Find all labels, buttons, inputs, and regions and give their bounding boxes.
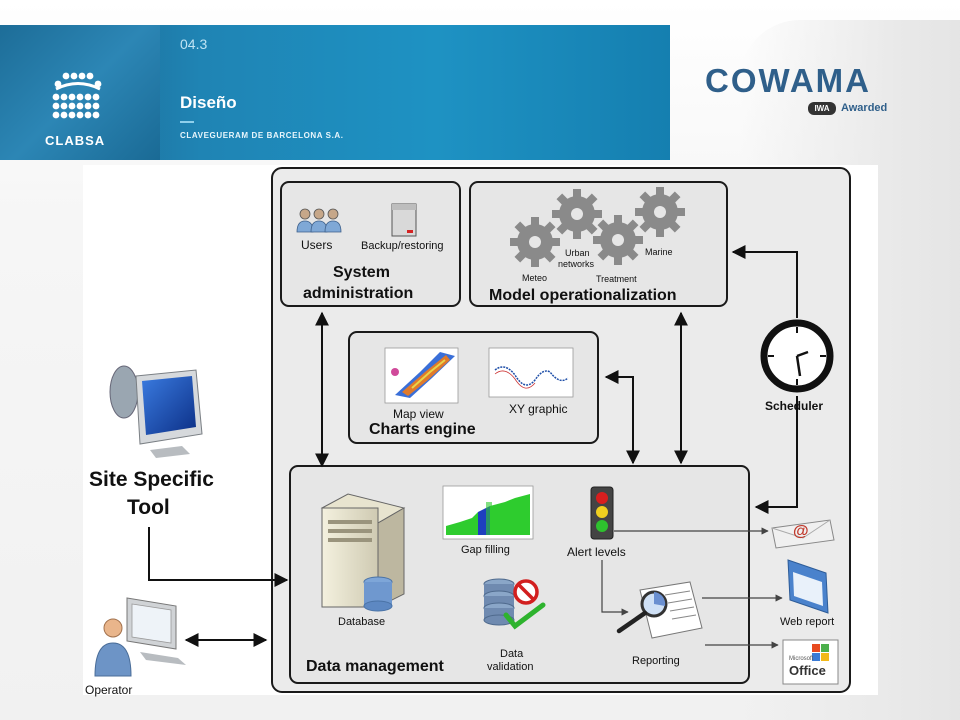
data-validation-label-line2: validation bbox=[487, 661, 534, 673]
gap-filling-label: Gap filling bbox=[461, 544, 510, 556]
scheduler-clock-icon bbox=[760, 319, 834, 393]
system-admin-title-line2: administration bbox=[303, 285, 414, 302]
meteo-label: Meteo bbox=[522, 273, 548, 283]
reporting-label: Reporting bbox=[632, 655, 680, 667]
traffic-light-icon bbox=[590, 486, 614, 540]
site-tool-monitor-icon bbox=[109, 365, 203, 458]
web-report-icon bbox=[787, 559, 829, 614]
backup-server-icon bbox=[391, 203, 417, 237]
operator-icon bbox=[94, 597, 186, 677]
arrow-charts-data bbox=[604, 370, 640, 465]
operator-label: Operator bbox=[85, 683, 133, 697]
arrow-scheduler-data bbox=[754, 396, 798, 514]
data-validation-icon bbox=[483, 578, 546, 630]
awarded-label: Awarded bbox=[841, 102, 888, 114]
map-view-thumbnail-icon bbox=[384, 347, 459, 404]
gear-icons bbox=[510, 187, 685, 267]
map-view-label: Map view bbox=[393, 407, 444, 421]
treatment-label: Treatment bbox=[596, 274, 637, 284]
urban-label-line1: Urban bbox=[565, 248, 590, 258]
users-icon bbox=[296, 208, 342, 233]
charts-engine-title: Charts engine bbox=[369, 421, 476, 438]
database-server-icon bbox=[320, 493, 406, 612]
arrow-scheduler-model bbox=[731, 245, 798, 318]
users-label: Users bbox=[301, 238, 333, 252]
company-name: CLAVEGUERAM DE BARCELONA S.A. bbox=[180, 131, 344, 140]
xy-graphic-label: XY graphic bbox=[509, 402, 568, 416]
arrow-alert-reporting bbox=[601, 560, 629, 616]
connector-arrows bbox=[148, 245, 798, 647]
iwa-badge: IWA bbox=[808, 102, 836, 115]
data-management-title: Data management bbox=[306, 658, 444, 675]
reporting-icon bbox=[616, 581, 703, 639]
title-rule bbox=[180, 121, 194, 123]
clabsa-logo: CLABSA bbox=[0, 25, 160, 160]
web-report-label: Web report bbox=[780, 616, 835, 628]
xy-graphic-thumbnail-icon bbox=[488, 347, 574, 398]
section-title: Diseño bbox=[180, 93, 237, 112]
office-small-label: Microsoft bbox=[789, 656, 814, 662]
email-at-symbol: @ bbox=[793, 523, 809, 540]
section-number: 04.3 bbox=[180, 36, 208, 52]
alert-levels-label: Alert levels bbox=[567, 545, 626, 559]
backup-label: Backup/restoring bbox=[361, 240, 444, 252]
site-tool-label-line2: Tool bbox=[127, 496, 170, 519]
urban-label-line2: networks bbox=[558, 259, 595, 269]
header-banner: CLABSA 04.3 Diseño CLAVEGUERAM DE BARCEL… bbox=[0, 25, 670, 160]
database-label: Database bbox=[338, 616, 386, 628]
output-arrows bbox=[601, 527, 783, 649]
arrow-site-tool-data bbox=[148, 527, 289, 587]
system-admin-title-line1: System bbox=[333, 264, 390, 281]
office-label: Office bbox=[789, 663, 826, 678]
data-validation-label-line1: Data bbox=[500, 648, 524, 660]
logo-text: CLABSA bbox=[45, 133, 106, 148]
cowama-brand: COWAMA bbox=[705, 62, 871, 99]
office-icon bbox=[782, 639, 839, 685]
model-ops-title: Model operationalization bbox=[489, 287, 677, 304]
scheduler-label: Scheduler bbox=[765, 399, 824, 413]
marine-label: Marine bbox=[645, 247, 673, 257]
gap-filling-chart-icon bbox=[442, 485, 534, 540]
clabsa-logo-dots-icon bbox=[52, 72, 102, 119]
site-tool-label-line1: Site Specific bbox=[89, 468, 214, 491]
data-management-box bbox=[289, 465, 750, 684]
email-icon bbox=[771, 519, 835, 549]
